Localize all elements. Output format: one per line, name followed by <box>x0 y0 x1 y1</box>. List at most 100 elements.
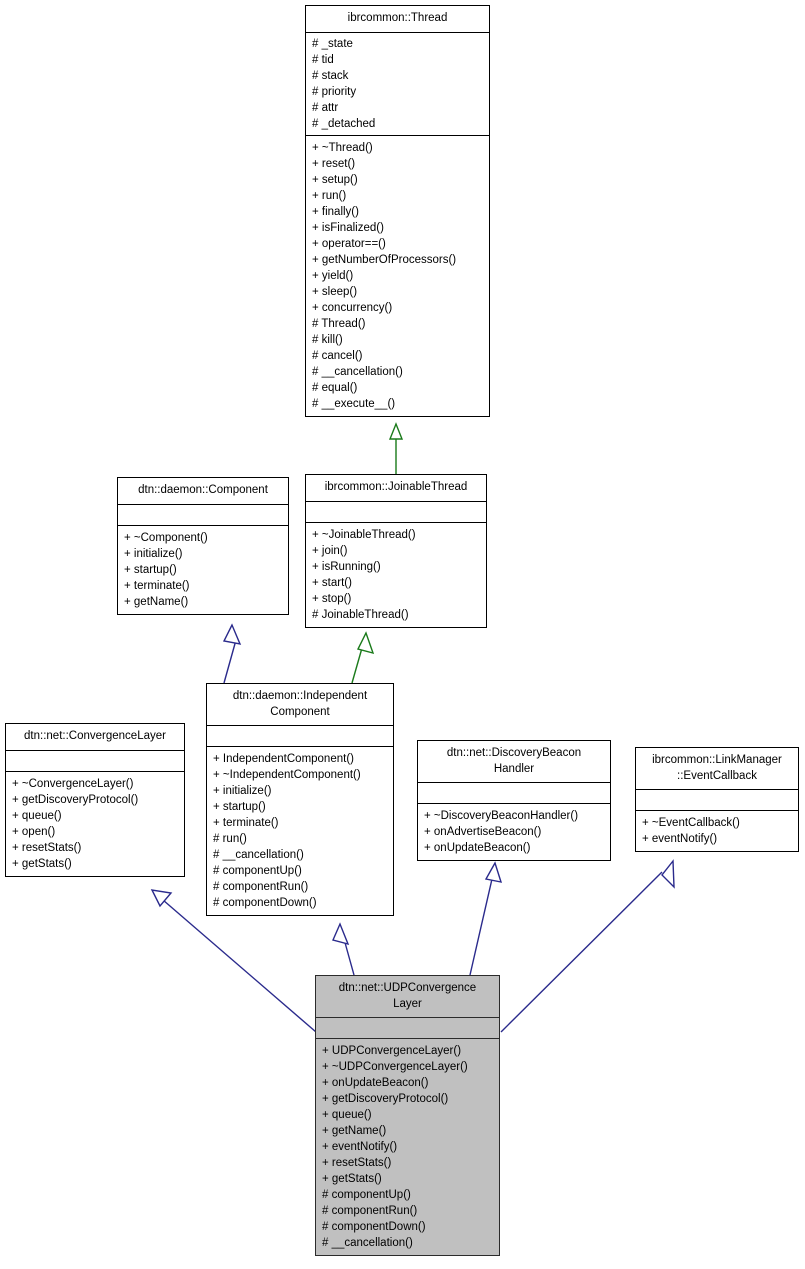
operation-row: + getName() <box>322 1125 387 1137</box>
class-operations-joinablethread: + ~JoinableThread() + join() + isRunning… <box>306 523 486 627</box>
attribute-row: # stack <box>312 69 349 82</box>
class-operations-thread: + ~Thread() + reset() + setup() + run() … <box>306 136 489 416</box>
operation-row: # equal() <box>312 381 358 394</box>
class-box-discoverybeaconhandler[interactable]: dtn::net::DiscoveryBeacon Handler + ~Dis… <box>417 740 611 861</box>
operation-row: + terminate() <box>213 817 279 829</box>
operation-row: # componentUp() <box>213 865 302 877</box>
class-attributes-joinablethread <box>306 502 486 523</box>
operation-row: + getStats() <box>12 857 72 870</box>
operation-row: + stop() <box>312 592 352 605</box>
class-attributes-discoverybeaconhandler <box>418 783 610 804</box>
class-box-joinablethread[interactable]: ibrcommon::JoinableThread + ~JoinableThr… <box>305 474 487 628</box>
operation-row: # __cancellation() <box>322 1237 413 1249</box>
operation-row: + ~DiscoveryBeaconHandler() <box>424 810 579 822</box>
class-box-convergencelayer[interactable]: dtn::net::ConvergenceLayer + ~Convergenc… <box>5 723 185 877</box>
edge-joinablethread-to-thread <box>388 422 404 474</box>
operation-row: # run() <box>213 833 247 845</box>
operation-row: # componentUp() <box>322 1189 411 1201</box>
operation-row: + onAdvertiseBeacon() <box>424 826 542 838</box>
operation-row: # componentDown() <box>322 1221 426 1233</box>
class-box-eventcallback[interactable]: ibrcommon::LinkManager ::EventCallback +… <box>635 747 799 852</box>
operation-row: + initialize() <box>213 785 272 797</box>
operation-row: + getName() <box>124 595 189 608</box>
operation-row: + startup() <box>124 563 177 576</box>
operation-row: + reset() <box>312 157 356 170</box>
operation-row: + sleep() <box>312 285 358 298</box>
class-attributes-component <box>118 505 288 526</box>
operation-row: + UDPConvergenceLayer() <box>322 1045 462 1057</box>
operation-row: # componentRun() <box>213 881 309 893</box>
operation-row: # componentDown() <box>213 897 317 909</box>
class-attributes-thread: # _state # tid # stack # priority # attr… <box>306 33 489 136</box>
operation-row: + yield() <box>312 269 354 282</box>
class-box-thread[interactable]: ibrcommon::Thread # _state # tid # stack… <box>305 5 490 417</box>
class-title-discoverybeaconhandler: dtn::net::DiscoveryBeacon Handler <box>418 741 610 783</box>
attribute-row: # attr <box>312 101 339 114</box>
operation-row: + setup() <box>312 173 358 186</box>
operation-row: + join() <box>312 544 348 557</box>
operation-row: + isRunning() <box>312 560 381 573</box>
operation-row: + terminate() <box>124 579 190 592</box>
class-attributes-eventcallback <box>636 790 798 811</box>
class-attributes-independentcomponent <box>207 726 393 747</box>
operation-row: # __cancellation() <box>312 365 403 378</box>
operation-row: + initialize() <box>124 547 183 560</box>
edge-udpconvergencelayer-to-eventcallback <box>500 859 675 1033</box>
operation-row: + ~JoinableThread() <box>312 528 416 541</box>
class-box-component[interactable]: dtn::daemon::Component + ~Component() + … <box>117 477 289 615</box>
operation-row: # kill() <box>312 333 343 346</box>
class-box-independentcomponent[interactable]: dtn::daemon::Independent Component + Ind… <box>206 683 394 916</box>
class-title-thread: ibrcommon::Thread <box>306 6 489 33</box>
edge-udpconvergencelayer-to-discoverybeaconhandler <box>469 861 503 976</box>
operation-row: + ~EventCallback() <box>642 817 740 829</box>
attribute-row: # priority <box>312 85 357 98</box>
class-title-convergencelayer: dtn::net::ConvergenceLayer <box>6 724 184 751</box>
operation-row: + start() <box>312 576 352 589</box>
operation-row: + concurrency() <box>312 301 393 314</box>
attribute-row: # _state <box>312 37 353 50</box>
operation-row: + ~Component() <box>124 531 208 544</box>
class-operations-discoverybeaconhandler: + ~DiscoveryBeaconHandler() + onAdvertis… <box>418 804 610 860</box>
class-title-component: dtn::daemon::Component <box>118 478 288 505</box>
class-operations-udpconvergencelayer: + UDPConvergenceLayer() + ~UDPConvergenc… <box>316 1039 499 1255</box>
class-title-udpconvergencelayer: dtn::net::UDPConvergence Layer <box>316 976 499 1018</box>
edge-independentcomponent-to-component <box>222 623 242 684</box>
operation-row: + eventNotify() <box>322 1141 398 1153</box>
operation-row: + IndependentComponent() <box>213 753 354 765</box>
operation-row: + getStats() <box>322 1173 382 1185</box>
operation-row: # __execute__() <box>312 397 396 410</box>
class-operations-independentcomponent: + IndependentComponent() + ~IndependentC… <box>207 747 393 915</box>
operation-row: + ~Thread() <box>312 141 373 154</box>
operation-row: + ~IndependentComponent() <box>213 769 361 781</box>
operation-row: + resetStats() <box>12 841 82 854</box>
class-operations-convergencelayer: + ~ConvergenceLayer() + getDiscoveryProt… <box>6 772 184 876</box>
class-operations-eventcallback: + ~EventCallback() + eventNotify() <box>636 811 798 851</box>
class-attributes-convergencelayer <box>6 751 184 772</box>
operation-row: # __cancellation() <box>213 849 304 861</box>
operation-row: + getDiscoveryProtocol() <box>322 1093 449 1105</box>
operation-row: + onUpdateBeacon() <box>322 1077 429 1089</box>
class-title-independentcomponent: dtn::daemon::Independent Component <box>207 684 393 726</box>
attribute-row: # _detached <box>312 117 376 130</box>
operation-row: + onUpdateBeacon() <box>424 842 531 854</box>
operation-row: # Thread() <box>312 317 366 330</box>
edge-udpconvergencelayer-to-independentcomponent <box>332 922 355 976</box>
operation-row: # componentRun() <box>322 1205 418 1217</box>
operation-row: + open() <box>12 825 56 838</box>
class-title-joinablethread: ibrcommon::JoinableThread <box>306 475 486 502</box>
operation-row: # cancel() <box>312 349 363 362</box>
operation-row: + queue() <box>12 809 62 822</box>
operation-row: + run() <box>312 189 347 202</box>
class-box-udpconvergencelayer[interactable]: dtn::net::UDPConvergence Layer + UDPConv… <box>315 975 500 1256</box>
operation-row: + operator==() <box>312 237 386 250</box>
edge-independentcomponent-to-joinablethread <box>351 631 375 684</box>
operation-row: + getNumberOfProcessors() <box>312 253 457 266</box>
operation-row: + queue() <box>322 1109 372 1121</box>
class-attributes-udpconvergencelayer <box>316 1018 499 1039</box>
operation-row: + finally() <box>312 205 359 218</box>
operation-row: + eventNotify() <box>642 833 718 845</box>
attribute-row: # tid <box>312 53 334 66</box>
class-operations-component: + ~Component() + initialize() + startup(… <box>118 526 288 614</box>
operation-row: + isFinalized() <box>312 221 384 234</box>
